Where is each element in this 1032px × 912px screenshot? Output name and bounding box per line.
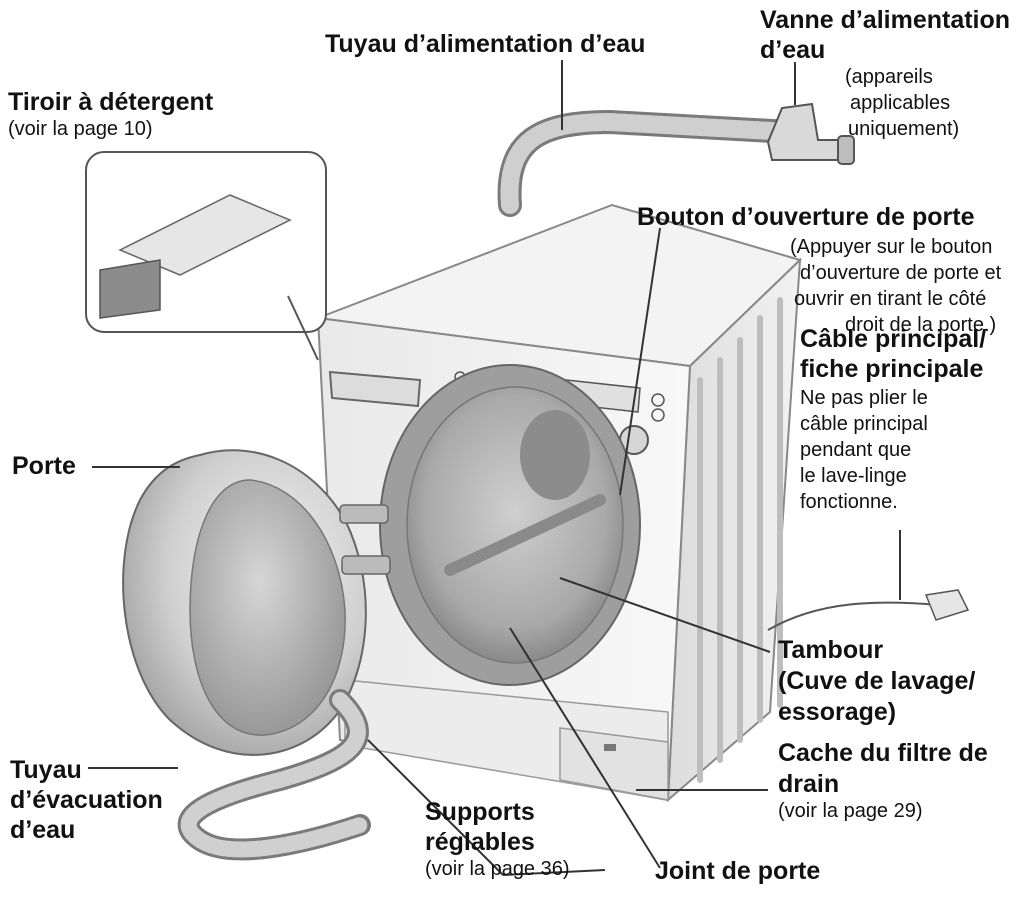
label-water-tap-note-3: uniquement): [848, 118, 960, 140]
label-drum-1: Tambour: [778, 636, 884, 664]
label-power-cable-2: fiche principale: [800, 355, 984, 383]
label-drain-hose-2: d’évacuation: [10, 786, 163, 814]
label-door-button-note-2: d’ouverture de porte et: [800, 262, 1002, 284]
drum: [379, 364, 641, 686]
label-door: Porte: [12, 452, 76, 480]
label-power-cable-note-2: câble principal: [800, 413, 928, 435]
open-door: [122, 449, 391, 756]
water-supply-hose: [497, 109, 802, 217]
label-drum-2: (Cuve de lavage/: [778, 667, 976, 695]
power-cable: [767, 589, 970, 631]
label-feet-2: réglables: [425, 828, 535, 856]
label-feet-ref: (voir la page 36): [425, 858, 570, 880]
label-power-cable-note-4: le lave-linge: [800, 465, 907, 487]
label-door-button-note-1: (Appuyer sur le bouton: [790, 236, 993, 258]
detergent-drawer-inset: [85, 151, 327, 361]
label-filter-cover-1: Cache du filtre de: [778, 739, 988, 767]
detergent-drawer: [328, 370, 422, 408]
label-drain-hose-3: d’eau: [10, 816, 76, 844]
label-power-cable-note-1: Ne pas plier le: [800, 387, 928, 409]
label-water-tap-title-1: Vanne d’alimentation: [760, 6, 1011, 34]
label-door-button-note-3: ouvrir en tirant le côté: [794, 288, 987, 310]
label-detergent-drawer-ref: (voir la page 10): [8, 118, 153, 140]
label-water-tap-title-2: d’eau: [760, 36, 826, 64]
label-feet-1: Supports: [425, 798, 535, 826]
label-detergent-drawer: Tiroir à détergent: [8, 88, 214, 116]
label-filter-cover-2: drain: [778, 770, 840, 798]
label-door-button: Bouton d’ouverture de porte: [637, 203, 975, 231]
label-power-cable-1: Câble principal/: [800, 325, 987, 353]
label-power-cable-note-3: pendant que: [800, 439, 912, 461]
label-door-seal: Joint de porte: [655, 857, 821, 885]
label-water-tap-note-1: (appareils: [845, 66, 933, 88]
water-tap-valve: [766, 102, 855, 165]
label-filter-cover-ref: (voir la page 29): [778, 800, 923, 822]
label-drum-3: essorage): [778, 698, 897, 726]
label-door-button-note-4: droit de la porte.): [845, 314, 997, 336]
label-power-cable-note-5: fonctionne.: [800, 491, 898, 513]
leader-lines: [88, 60, 901, 876]
label-water-supply-hose: Tuyau d’alimentation d’eau: [325, 30, 646, 58]
label-drain-hose-1: Tuyau: [10, 756, 82, 784]
label-water-tap-note-2: applicables: [850, 92, 951, 114]
drain-hose: [177, 689, 371, 861]
